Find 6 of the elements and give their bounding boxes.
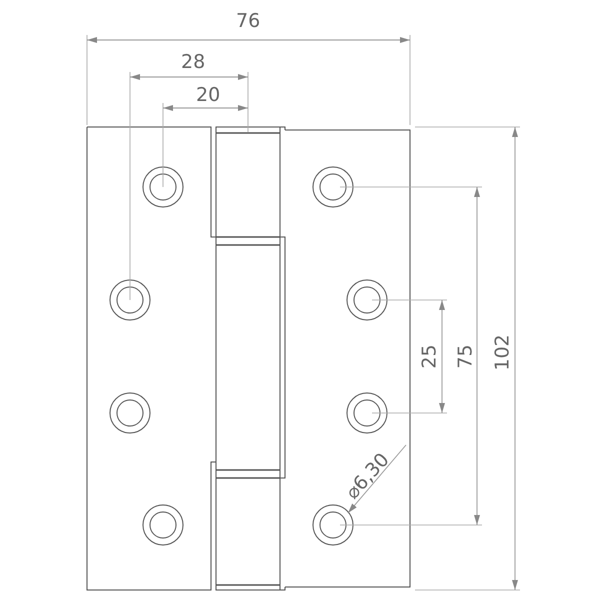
dimension-value: 20: [196, 86, 220, 104]
dimension-value: 28: [181, 52, 206, 72]
dimension-value: 76: [236, 12, 260, 30]
dimension-value: 102: [494, 334, 513, 370]
dimension-value: 25: [420, 344, 440, 368]
dimension-value: 75: [456, 344, 476, 368]
